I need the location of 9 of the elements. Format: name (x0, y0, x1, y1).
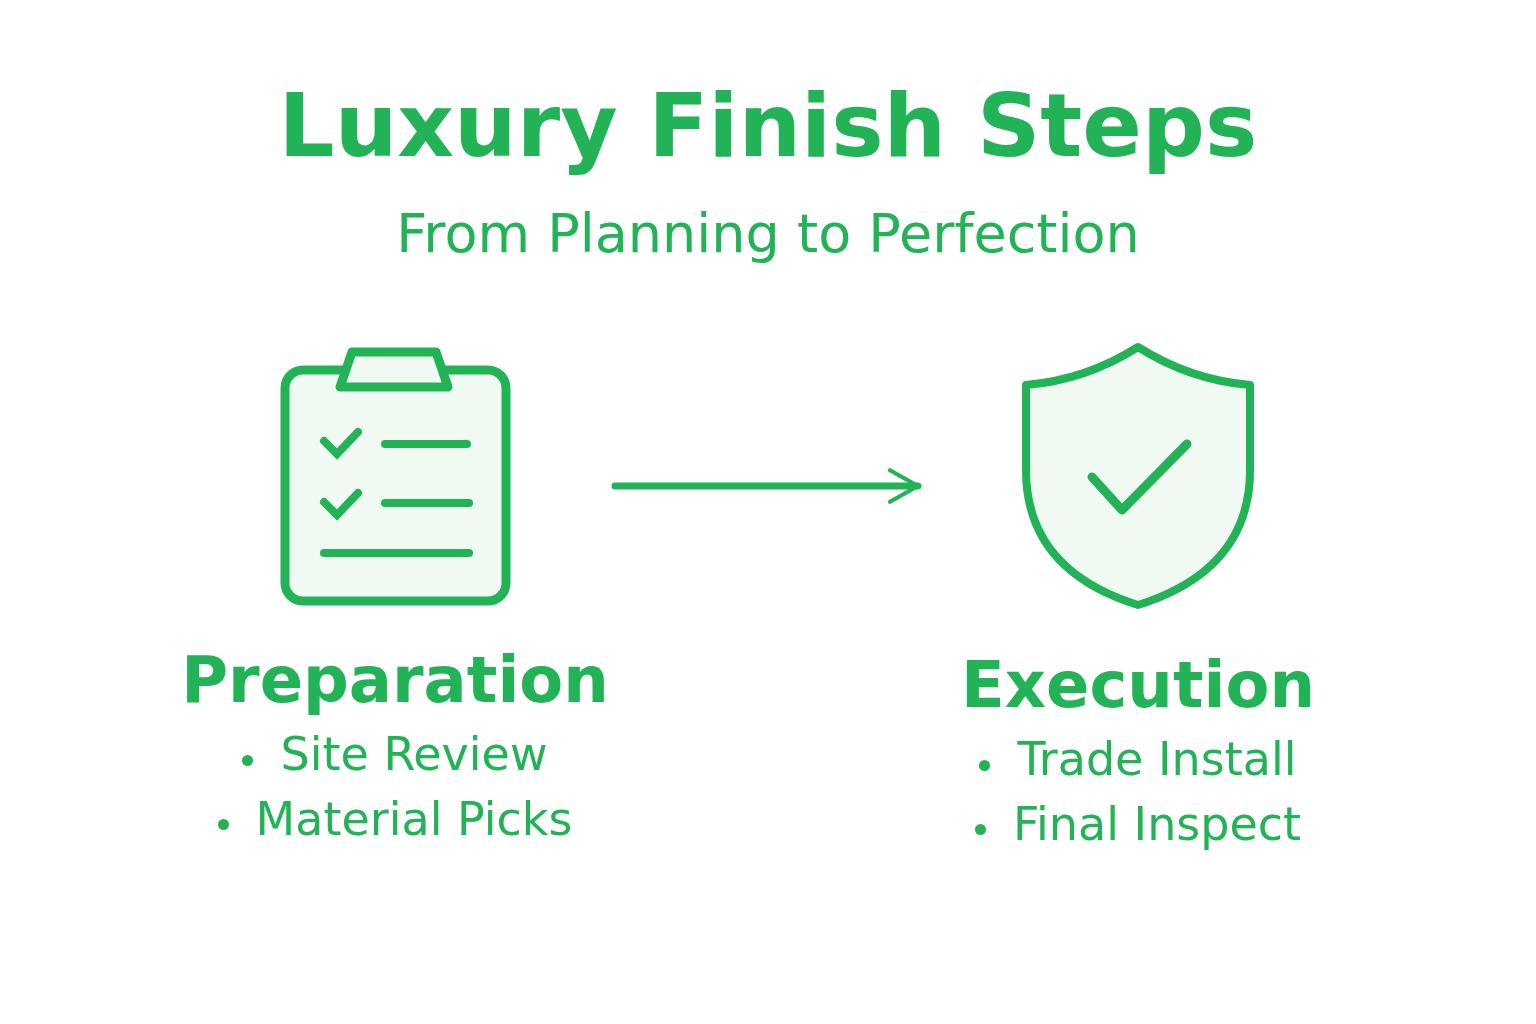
step-heading: Execution (961, 650, 1315, 721)
subtitle: From Planning to Perfection (395, 204, 1141, 264)
title: Luxury Finish Steps (277, 78, 1259, 175)
bullet-item: Material Picks (217, 794, 573, 845)
bullet-item: Trade Install (979, 734, 1297, 785)
bullet-item: Final Inspect (974, 799, 1302, 850)
step-heading: Preparation (181, 645, 609, 716)
bullet-item: Site Review (242, 729, 548, 780)
arrow (611, 468, 922, 504)
